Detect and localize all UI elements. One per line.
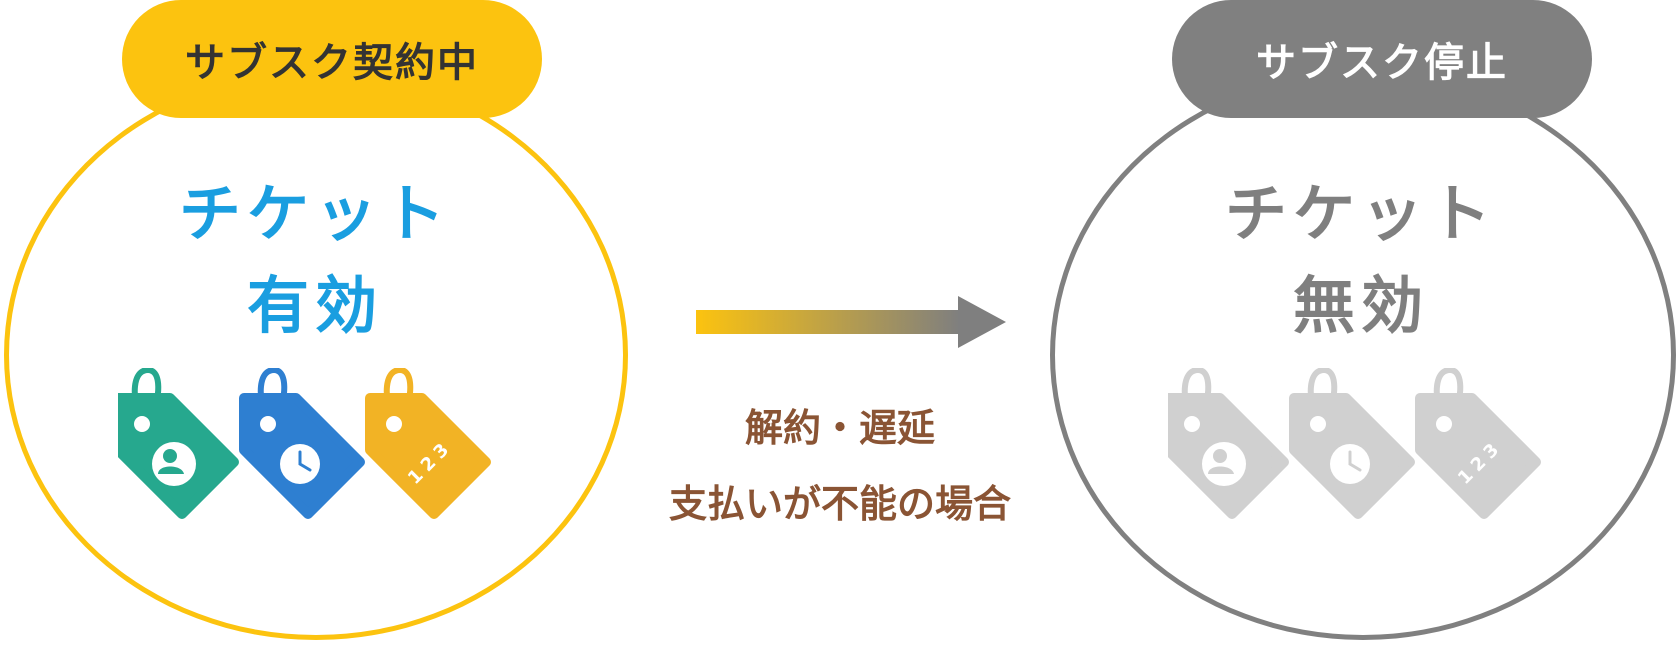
number-tag-icon: 1 2 3 <box>1415 368 1541 519</box>
number-tag-icon: 1 2 3 <box>365 368 491 519</box>
person-tag-icon <box>1168 368 1289 519</box>
transition-condition-caption: 解約・遅延 支払いが不能の場合 <box>610 390 1070 542</box>
stopped-state-circle <box>1050 70 1676 640</box>
ticket-valid-label: チケット 有効 <box>100 168 530 352</box>
clock-tag-icon <box>239 368 365 519</box>
active-tags-group: 1 2 3 <box>118 368 491 519</box>
clock-tag-icon <box>1289 368 1415 519</box>
stopped-tags-group: 1 2 3 <box>1168 368 1541 519</box>
caption-line-2: 支払いが不能の場合 <box>668 482 1011 526</box>
person-tag-icon <box>118 368 239 519</box>
subscription-stopped-badge: サブスク停止 <box>1172 0 1592 118</box>
transition-arrow-icon <box>696 296 1006 348</box>
caption-line-1: 解約・遅延 <box>744 406 935 450</box>
ticket-word: チケット <box>178 177 451 250</box>
ticket-invalid-label: チケット 無効 <box>1146 168 1576 352</box>
active-state-circle <box>4 70 628 640</box>
invalid-word: 無効 <box>1292 269 1429 342</box>
ticket-word: チケット <box>1224 177 1497 250</box>
subscription-active-badge: サブスク契約中 <box>122 0 542 118</box>
valid-word: 有効 <box>246 269 383 342</box>
